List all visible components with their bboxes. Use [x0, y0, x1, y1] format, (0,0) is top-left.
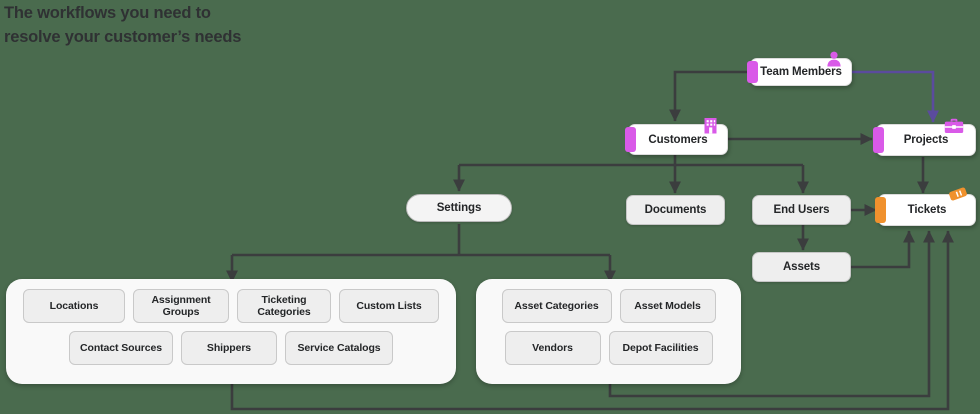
accent-bar-orange: [875, 197, 886, 223]
node-tickets[interactable]: Tickets: [875, 187, 976, 226]
chip-ticketing-categories[interactable]: Ticketing Categories: [237, 289, 331, 323]
chip-depot-facilities[interactable]: Depot Facilities: [608, 331, 713, 365]
node-team-members[interactable]: Team Members: [747, 51, 852, 86]
briefcase-icon: [943, 115, 965, 135]
node-settings[interactable]: Settings: [406, 194, 512, 222]
chip-label: Custom Lists: [356, 299, 422, 312]
node-label: Team Members: [760, 66, 842, 78]
chip-label: Ticketing Categories: [257, 293, 311, 318]
chip-label: Vendors: [532, 341, 573, 354]
edge-team-members-to-projects: [852, 70, 939, 123]
chip-contact-sources[interactable]: Contact Sources: [69, 331, 173, 365]
chip-asset-models[interactable]: Asset Models: [619, 289, 716, 323]
chip-service-catalogs[interactable]: Service Catalogs: [285, 331, 393, 365]
node-end-users[interactable]: End Users: [752, 195, 851, 225]
chip-vendors[interactable]: Vendors: [504, 331, 601, 365]
chip-asset-categories[interactable]: Asset Categories: [501, 289, 612, 323]
chip-locations[interactable]: Locations: [23, 289, 125, 323]
chip-custom-lists[interactable]: Custom Lists: [339, 289, 439, 323]
settings-group-row-2: Contact Sources Shippers Service Catalog…: [18, 331, 444, 365]
accent-bar-magenta: [747, 61, 758, 83]
chip-label: Contact Sources: [80, 341, 162, 354]
node-label: Tickets: [907, 204, 947, 216]
page-title: The workflows you need to resolve your c…: [4, 2, 344, 50]
chip-label: Assignment Groups: [151, 293, 211, 318]
chip-label: Shippers: [206, 341, 252, 354]
assets-group-row-2: Vendors Depot Facilities: [488, 331, 729, 365]
assets-group-container: Asset Categories Asset Models Vendors De…: [476, 279, 741, 384]
chip-assignment-groups[interactable]: Assignment Groups: [133, 289, 229, 323]
node-label: Assets: [782, 261, 821, 273]
accent-bar-magenta: [625, 127, 636, 152]
chip-label: Locations: [49, 299, 99, 312]
node-projects[interactable]: Projects: [873, 118, 976, 156]
node-assets[interactable]: Assets: [752, 252, 851, 282]
chip-shippers[interactable]: Shippers: [181, 331, 277, 365]
node-customers[interactable]: Customers: [625, 118, 728, 155]
accent-bar-magenta: [873, 127, 884, 153]
edge-assets-to-tickets: [851, 230, 915, 269]
node-label: End Users: [773, 204, 830, 216]
ticket-icon: [945, 184, 971, 204]
settings-group-container: Locations Assignment Groups Ticketing Ca…: [6, 279, 456, 384]
node-label: Settings: [436, 202, 482, 214]
page-title-line-2: resolve your customer’s needs: [4, 27, 242, 46]
node-label: Projects: [903, 134, 949, 146]
chip-label: Depot Facilities: [622, 341, 699, 354]
node-label: Documents: [644, 204, 707, 216]
assets-group-row-1: Asset Categories Asset Models: [488, 289, 729, 323]
page-title-line-1: The workflows you need to: [4, 4, 211, 22]
node-label: Customers: [648, 133, 708, 146]
chip-label: Asset Models: [634, 299, 701, 312]
chip-label: Service Catalogs: [297, 341, 381, 354]
node-documents[interactable]: Documents: [626, 195, 725, 225]
settings-group-row-1: Locations Assignment Groups Ticketing Ca…: [18, 289, 444, 323]
person-icon: [823, 48, 845, 68]
chip-label: Asset Categories: [514, 299, 599, 312]
building-icon: [699, 114, 721, 134]
